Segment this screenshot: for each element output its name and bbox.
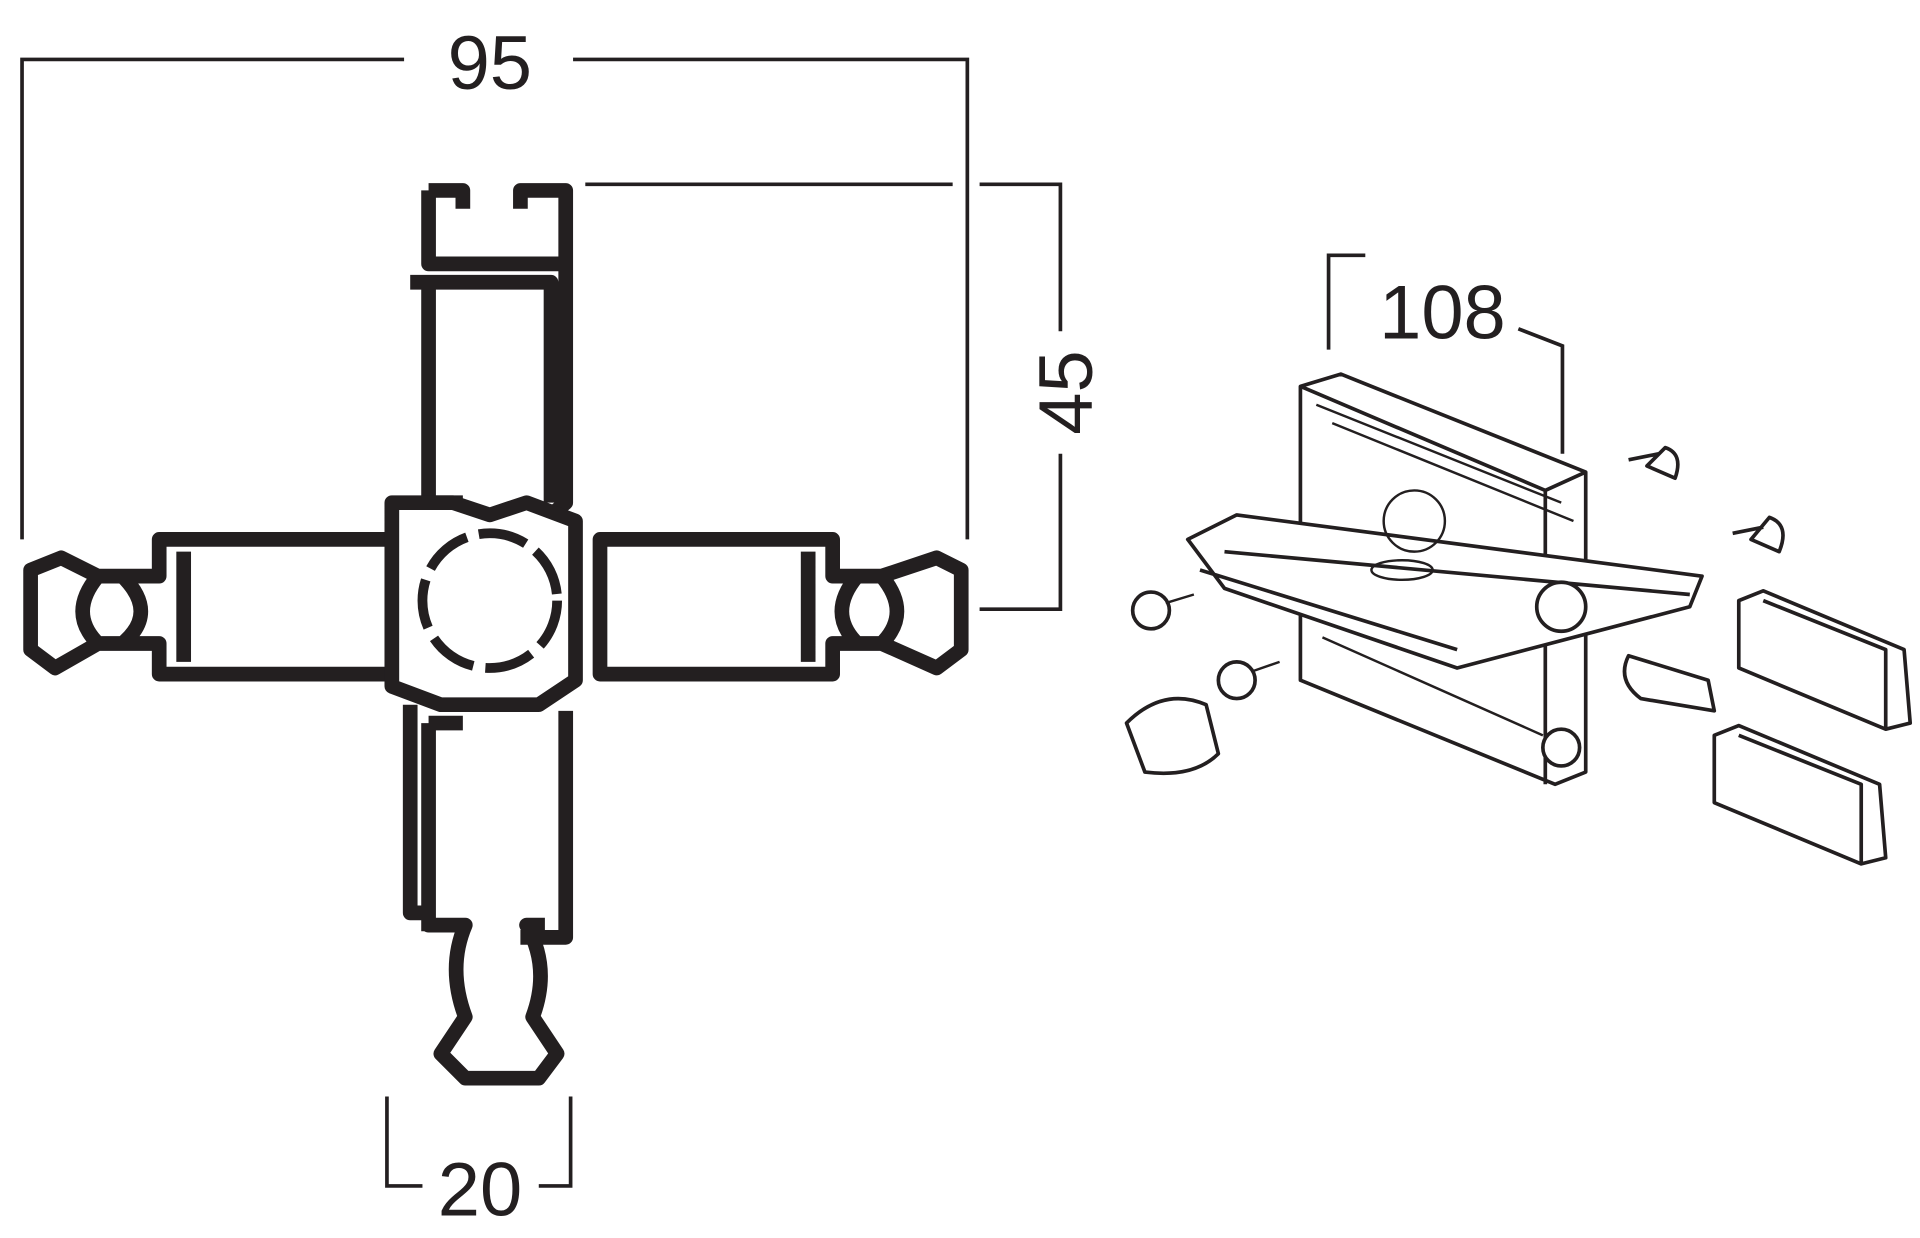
left-arm — [23, 532, 392, 682]
clip-lower — [1712, 723, 1888, 866]
dimension-label-20: 20 — [438, 1147, 522, 1232]
top-arm — [410, 183, 574, 523]
end-cap — [1124, 696, 1221, 776]
dimension-20: 20 — [385, 1096, 573, 1232]
dimension-label-108: 108 — [1379, 271, 1506, 356]
clip-upper — [1736, 589, 1913, 732]
rail-end-slot — [1534, 580, 1588, 634]
isometric-connector-assembly — [1124, 372, 1913, 866]
dimension-45: 45 — [585, 182, 1109, 612]
pin — [1622, 653, 1717, 713]
screws — [1130, 445, 1785, 701]
bottom-arm — [402, 704, 574, 1086]
dimension-95: 95 — [20, 21, 970, 540]
dimension-108: 108 — [1326, 253, 1565, 454]
right-arm — [592, 532, 969, 682]
dimension-label-95: 95 — [448, 21, 532, 106]
center-bore — [417, 528, 563, 673]
dimension-label-45: 45 — [1024, 350, 1109, 434]
cross-profile-section — [23, 183, 969, 1086]
